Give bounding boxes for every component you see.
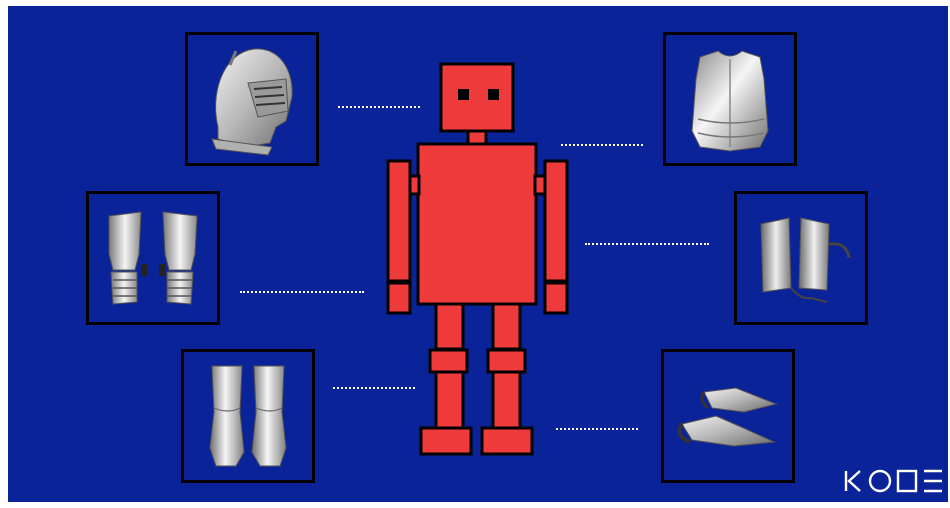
greaves-frame <box>181 349 315 483</box>
breastplate-icon <box>666 35 794 163</box>
robot-right-eye <box>488 89 499 100</box>
robot-left-arm <box>388 161 410 281</box>
vambraces-icon <box>737 194 865 322</box>
robot-left-shin <box>436 372 463 428</box>
robot-right-knee <box>488 350 525 372</box>
sabatons-frame <box>661 349 795 483</box>
greaves-icon <box>184 352 312 480</box>
robot-left-foot <box>421 428 471 454</box>
gauntlets-frame <box>86 191 220 325</box>
diagram-canvas <box>8 6 948 502</box>
gauntlets-icon <box>89 194 217 322</box>
sabatons-icon <box>664 352 792 480</box>
robot-torso <box>418 144 536 304</box>
breastplate-frame <box>663 32 797 166</box>
robot-right-arm <box>545 161 567 281</box>
knight-helmet-icon <box>188 35 316 163</box>
kode-logo <box>840 466 944 496</box>
robot-left-eye <box>458 89 469 100</box>
robot-neck <box>468 131 486 144</box>
robot-right-thigh <box>493 304 520 349</box>
vambraces-frame <box>734 191 868 325</box>
robot-head <box>441 64 513 131</box>
robot-right-hand <box>545 283 567 313</box>
robot-left-thigh <box>436 304 463 349</box>
robot-right-foot <box>482 428 532 454</box>
helmet-frame <box>185 32 319 166</box>
kode-logo-mark <box>840 466 944 496</box>
robot-left-knee <box>430 350 467 372</box>
robot-right-shin <box>493 372 520 428</box>
robot-left-hand <box>388 283 410 313</box>
